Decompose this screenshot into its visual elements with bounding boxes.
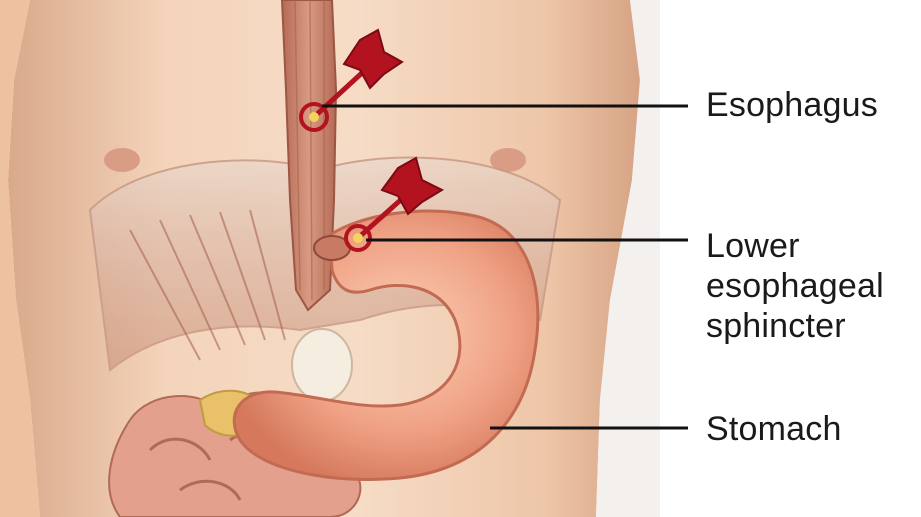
stomach-label: Stomach [706,409,842,449]
les-label-line-1: Lower [706,226,884,266]
esophagus-label: Esophagus [706,85,878,125]
les-label-line-2: esophageal [706,266,884,306]
les-label-line-3: sphincter [706,306,884,346]
vertebra [292,329,352,401]
left-nipple [104,148,140,172]
lower-esophageal-sphincter-label: Lower esophageal sphincter [706,226,884,346]
